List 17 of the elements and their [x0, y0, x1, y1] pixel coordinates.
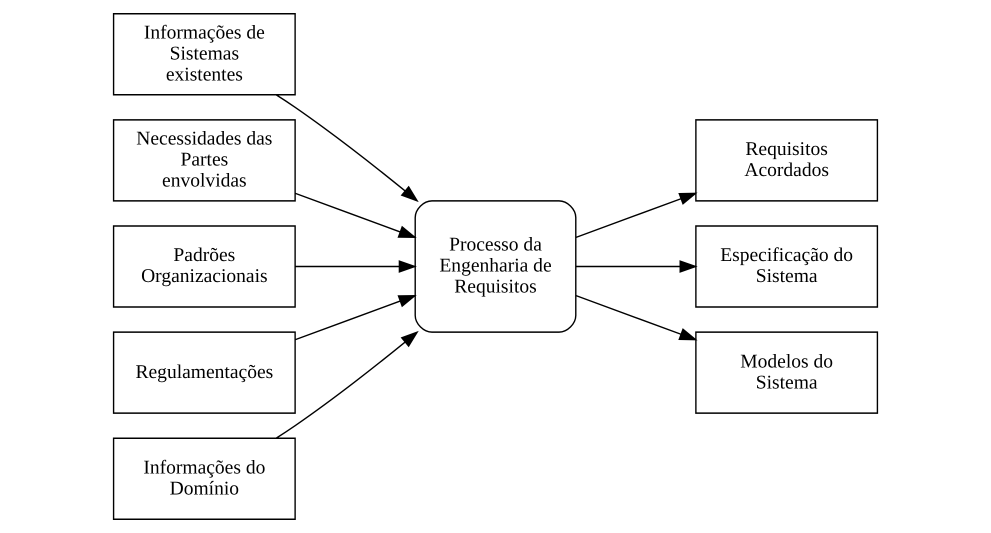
arrow: [576, 294, 698, 340]
node-box: Regulamentações: [112, 331, 296, 414]
arrow: [295, 260, 417, 273]
node-box: Informações de Sistemas existentes: [112, 13, 296, 96]
node-box: Padrões Organizacionais: [112, 225, 296, 308]
node-box: Processo da Engenharia de Requisitos: [414, 200, 576, 333]
arrow: [276, 330, 419, 439]
node-box: Modelos do Sistema: [695, 331, 878, 414]
node-box: Requisitos Acordados: [695, 119, 878, 202]
arrow: [576, 260, 698, 273]
node-box: Necessidades das Partes envolvidas: [112, 119, 296, 202]
arrow: [276, 94, 419, 202]
node-box: Informações do Domínio: [112, 438, 296, 520]
arrow: [576, 192, 698, 238]
node-box: Especificação do Sistema: [695, 225, 878, 308]
arrow: [295, 294, 417, 340]
arrow: [295, 192, 417, 238]
